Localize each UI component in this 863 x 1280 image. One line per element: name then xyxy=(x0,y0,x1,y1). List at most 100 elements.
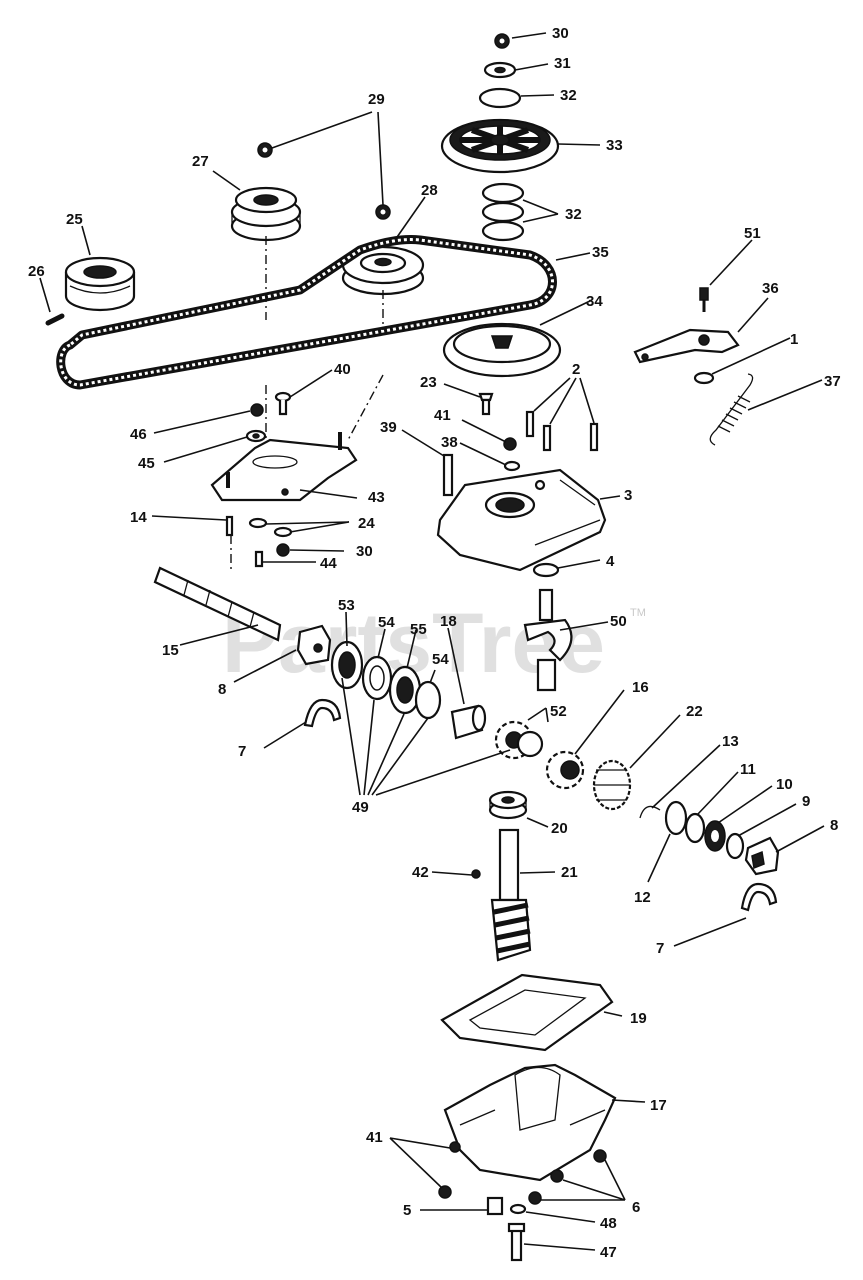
washer-38 xyxy=(503,460,521,472)
callout-label: 34 xyxy=(586,293,603,310)
callout-label: 43 xyxy=(368,489,385,506)
callout-label: 22 xyxy=(686,703,703,720)
callout-label: 31 xyxy=(554,55,571,72)
bearing-55 xyxy=(388,665,422,715)
bolt-40 xyxy=(274,391,292,416)
bolt-47 xyxy=(507,1222,526,1262)
ring-12 xyxy=(664,800,688,836)
pulley-34 xyxy=(442,322,562,378)
assembly-centerlines xyxy=(230,236,384,570)
callout-label: 26 xyxy=(28,263,45,280)
nut-41-top xyxy=(503,437,517,451)
nut-41-lower-b xyxy=(438,1185,452,1199)
washer-31 xyxy=(483,61,517,79)
callout-label: 28 xyxy=(421,182,438,199)
washer-4 xyxy=(532,562,560,578)
block-8-left xyxy=(296,624,332,666)
washer-11 xyxy=(684,812,706,844)
callout-label: 4 xyxy=(606,553,615,570)
callout-label: 6 xyxy=(632,1199,640,1216)
plug-5 xyxy=(486,1196,504,1216)
gear-22 xyxy=(592,759,632,811)
callout-label: 53 xyxy=(338,597,355,614)
callout-label: 16 xyxy=(632,679,649,696)
bolt-51 xyxy=(699,287,709,312)
callout-label: 11 xyxy=(740,761,756,778)
callout-label: 3 xyxy=(624,487,632,504)
callout-label: 37 xyxy=(824,373,841,390)
callout-label: 14 xyxy=(130,509,147,526)
callout-label: 49 xyxy=(352,799,369,816)
callout-label: 5 xyxy=(403,1202,411,1219)
callout-label: 32 xyxy=(560,87,577,104)
bearing-10 xyxy=(704,820,726,852)
bushing-18 xyxy=(450,704,487,740)
callout-label: 24 xyxy=(358,515,375,532)
callout-label: 54 xyxy=(432,651,449,668)
callout-label: 42 xyxy=(412,864,429,881)
callout-label: 48 xyxy=(600,1215,617,1232)
callout-label: 29 xyxy=(368,91,385,108)
callout-label: 8 xyxy=(830,817,838,834)
callout-label: 35 xyxy=(592,244,609,261)
clip-7-right xyxy=(740,882,778,912)
nut-30-top xyxy=(494,33,510,49)
worm-shaft-21 xyxy=(490,828,532,962)
callout-label: 19 xyxy=(630,1010,647,1027)
callout-label: 36 xyxy=(762,280,779,297)
callout-label: 20 xyxy=(551,820,568,837)
spacers-32-stack xyxy=(481,182,525,242)
callout-label: 39 xyxy=(380,419,397,436)
callout-label: 47 xyxy=(600,1244,617,1261)
callout-label: 2 xyxy=(572,361,580,378)
leader-lines xyxy=(39,32,825,1251)
shaft-15 xyxy=(153,566,282,642)
callout-labels: 30 31 32 33 32 29 27 28 25 26 35 51 36 3… xyxy=(28,25,841,1261)
nut-29-right xyxy=(375,204,391,220)
idler-pulley-27 xyxy=(230,186,302,242)
ball-42 xyxy=(471,869,481,879)
nut-29-left xyxy=(257,142,273,158)
bolt-39 xyxy=(442,453,454,497)
spring-37 xyxy=(709,373,754,446)
callout-label: 9 xyxy=(802,793,810,810)
nut-46 xyxy=(250,403,264,417)
callout-label: 30 xyxy=(356,543,373,560)
nut-30-lower xyxy=(276,543,290,557)
nuts-6 xyxy=(528,1149,607,1205)
lower-housing-17 xyxy=(443,1063,617,1182)
housing-3 xyxy=(436,468,607,572)
bolt-23 xyxy=(478,392,494,416)
washer-48 xyxy=(509,1203,527,1215)
bearing-53 xyxy=(330,640,364,690)
callout-label: 10 xyxy=(776,776,793,793)
callout-label: 15 xyxy=(162,642,179,659)
belt-35 xyxy=(56,235,557,390)
washers-24 xyxy=(248,517,293,538)
callout-label: 1 xyxy=(790,331,798,348)
washer-45 xyxy=(245,429,267,443)
callout-label: 54 xyxy=(378,614,395,631)
washer-54-right xyxy=(414,680,442,720)
bolts-2 xyxy=(525,410,599,452)
callout-label: 13 xyxy=(722,733,739,750)
callout-label: 55 xyxy=(410,621,427,638)
bracket-36 xyxy=(633,328,740,364)
callout-label: 41 xyxy=(434,407,451,424)
callout-label: 44 xyxy=(320,555,337,572)
clip-7-left xyxy=(303,698,342,728)
pin-14 xyxy=(225,515,234,537)
bolt-44 xyxy=(254,550,264,568)
collar-20 xyxy=(488,790,528,820)
callout-label: 8 xyxy=(218,681,226,698)
key-26 xyxy=(45,313,65,326)
callout-label: 38 xyxy=(441,434,458,451)
callout-label: 7 xyxy=(238,743,246,760)
washer-54-left xyxy=(361,655,393,701)
callout-label: 33 xyxy=(606,137,623,154)
callout-label: 12 xyxy=(634,889,651,906)
callout-label: 32 xyxy=(565,206,582,223)
callout-label: 27 xyxy=(192,153,209,170)
drive-pulley-25 xyxy=(64,256,136,312)
